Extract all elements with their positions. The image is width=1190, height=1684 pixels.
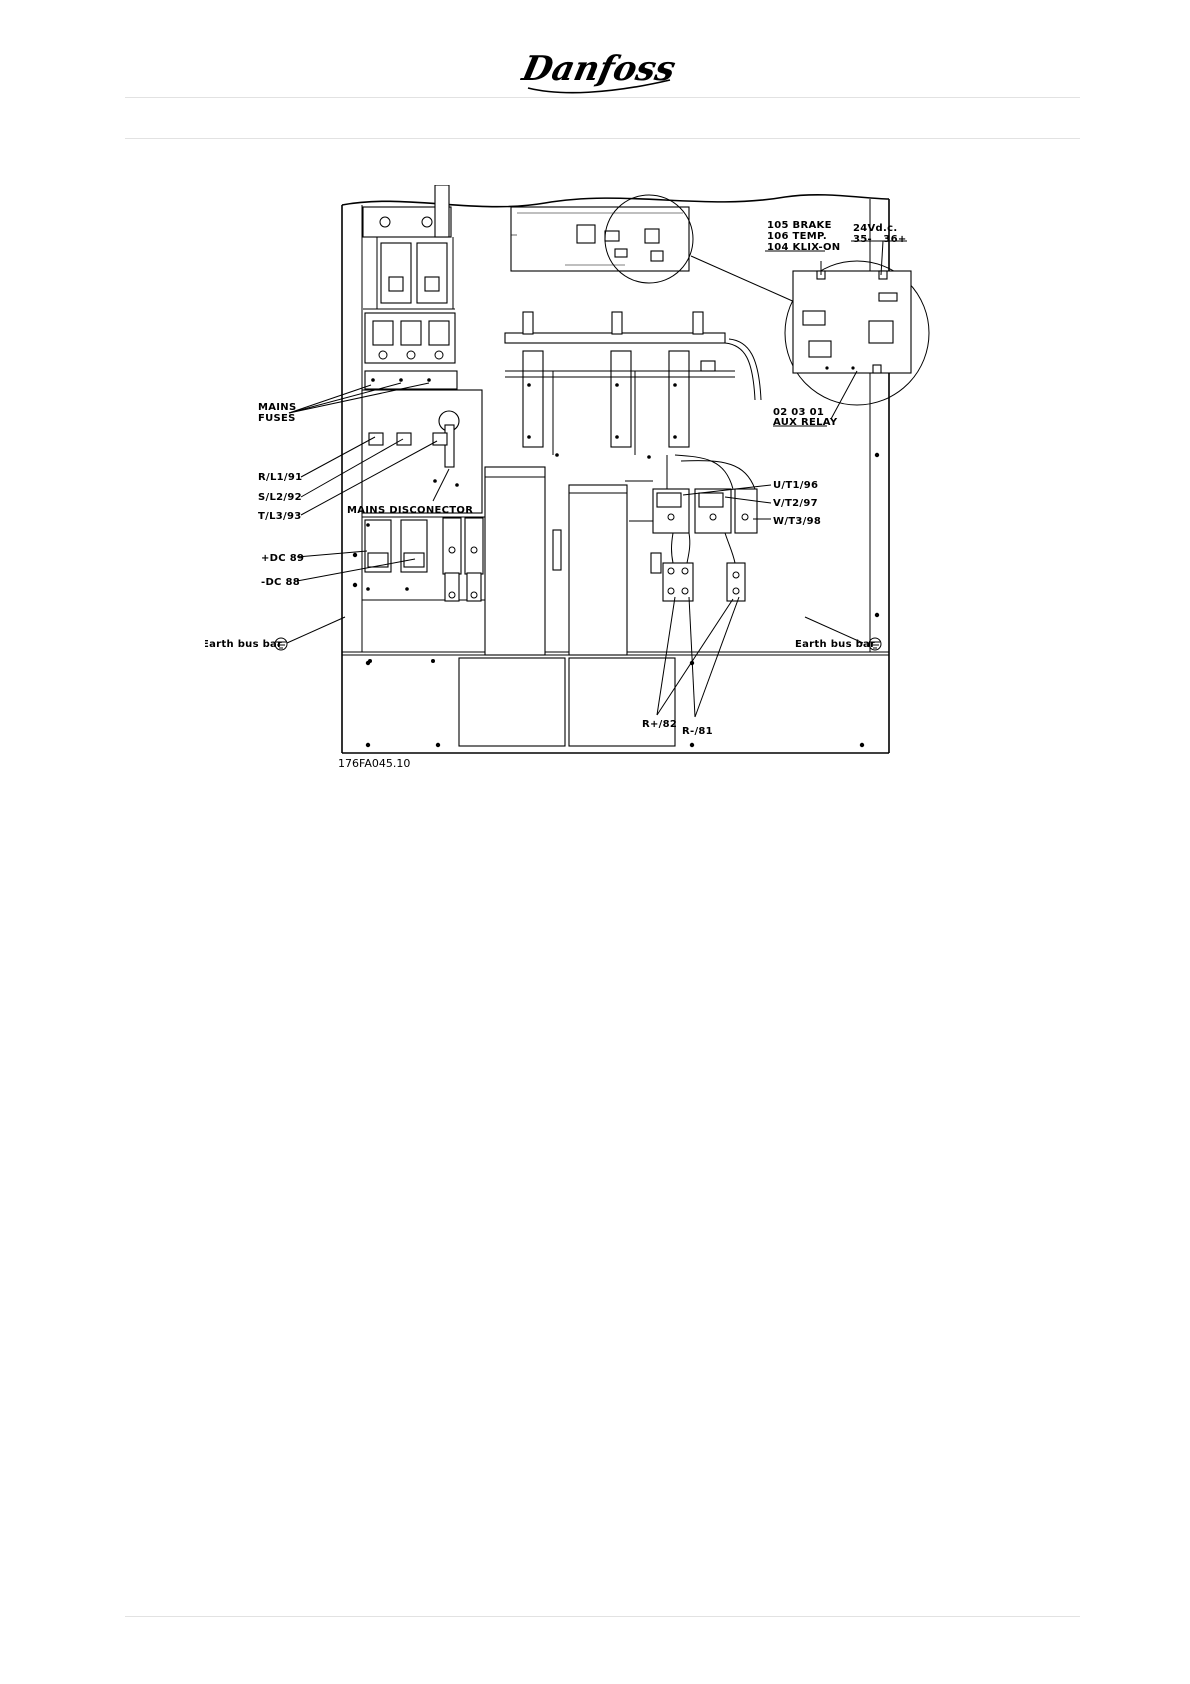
dc-capacitors	[485, 467, 627, 655]
label-w-t3: W/T3/98	[773, 516, 821, 527]
label-aux-relay: AUX RELAY	[773, 417, 838, 428]
label-temp: 106 TEMP.	[767, 231, 827, 242]
bus-bars	[505, 312, 761, 459]
figure-code: 176FA045.10	[338, 757, 410, 770]
header-rule-bottom	[125, 138, 1080, 139]
magnifier-link	[691, 256, 797, 303]
label-v-t2: V/T2/97	[773, 498, 818, 509]
label-r-plus: R+/82	[642, 719, 677, 730]
label-brake: 105 BRAKE	[767, 220, 832, 231]
label-t-l3: T/L3/93	[258, 511, 301, 522]
danfoss-logo: Danfoss	[520, 36, 680, 100]
label-dc-plus: +DC 89	[261, 553, 304, 564]
label-earth-left: Earth bus bar	[205, 639, 282, 650]
wiring-diagram: MAINS FUSES R/L1/91 S/L2/92 T/L3/93 MAIN…	[205, 185, 985, 785]
label-earth-right: Earth bus bar	[795, 639, 875, 650]
control-board	[511, 207, 689, 271]
label-dc-minus: -DC 88	[261, 577, 300, 588]
label-klix-on: 104 KLIX-ON	[767, 242, 840, 253]
label-u-t1: U/T1/96	[773, 480, 818, 491]
footer-rule	[125, 1616, 1080, 1617]
magnified-board	[785, 261, 929, 405]
label-r-l1: R/L1/91	[258, 472, 302, 483]
label-24vdc: 24Vd.c.	[853, 223, 897, 234]
brake-terminals	[651, 533, 745, 601]
label-24vdc-terminals: 35- 36+	[853, 234, 907, 245]
label-mains-fuses-2: FUSES	[258, 413, 296, 424]
label-s-l2: S/L2/92	[258, 492, 302, 503]
small-fuses	[443, 518, 483, 601]
contactor-block	[363, 185, 455, 363]
mains-disconnector	[362, 390, 482, 513]
label-mains-disconnector: MAINS DISCONECTOR	[347, 505, 473, 516]
label-r-minus: R-/81	[682, 726, 713, 737]
label-mains-fuses-1: MAINS	[258, 402, 296, 413]
